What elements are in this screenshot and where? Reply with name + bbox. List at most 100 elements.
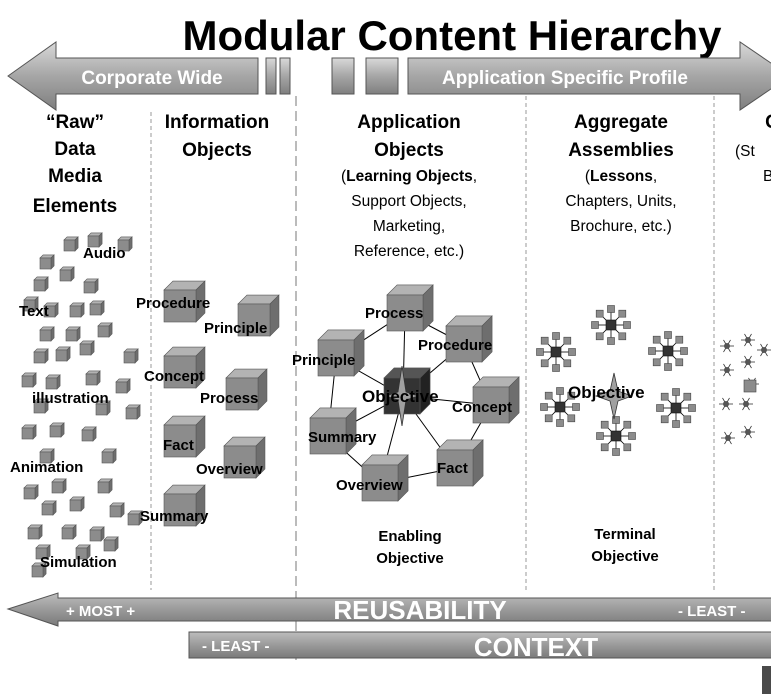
agg-node-4-5: [660, 392, 669, 401]
column-headers: “Raw” Data Media Elements Information Ob…: [33, 112, 771, 217]
agg-node-3-1: [567, 414, 576, 423]
col-app-sub0-comma: ,: [473, 168, 477, 185]
raw-cube-33-front: [69, 499, 82, 512]
col-agg-sub0-bold: Lessons: [590, 168, 653, 185]
agg-node-3-6: [556, 387, 564, 395]
raw-cube-23: [95, 400, 111, 416]
raw-cube-21-front: [115, 381, 128, 394]
agg-node-1-6: [607, 305, 615, 313]
label-illustration: illustration: [32, 390, 109, 407]
raw-cube-40: [35, 544, 51, 560]
agg-node-5-0: [628, 432, 636, 440]
agg-node-1-0: [623, 321, 631, 329]
curriculum-node-0: [720, 339, 734, 353]
scope-block-1: [265, 57, 277, 95]
agg-node-5-1: [623, 443, 632, 452]
app-cube-0-front: [386, 294, 424, 332]
scope-arrow: Corporate Wide Application Specific Prof…: [7, 41, 771, 111]
raw-cube-34: [41, 500, 57, 516]
agg-star-icon: [594, 372, 634, 420]
agg-node-4-4: [656, 404, 664, 412]
curriculum-hub-5: [723, 401, 729, 407]
app-cube-5-front: [436, 449, 474, 487]
raw-cube-27-front: [81, 429, 94, 442]
raw-cube-25: [21, 424, 37, 440]
column-dividers: [150, 96, 715, 660]
agg-node-0-0: [568, 348, 576, 356]
agg-node-2-0: [680, 347, 688, 355]
agg-node-0-6: [552, 332, 560, 340]
raw-cube-18: [21, 372, 37, 388]
raw-cube-24-front: [125, 407, 138, 420]
label-text: Text: [19, 303, 49, 320]
raw-cube-9-front: [69, 305, 82, 318]
agg-hub-4: [670, 402, 682, 414]
raw-cube-38-front: [89, 529, 102, 542]
col-last-sub1: B: [763, 168, 771, 185]
col-app-sub2: Marketing,: [373, 218, 445, 235]
scope-right-label: Application Specific Profile: [442, 68, 688, 89]
curriculum-node-2: [720, 363, 734, 377]
caption-enabling-2: Objective: [376, 550, 444, 567]
curriculum-node-8: [741, 425, 755, 439]
app-cube-2-front: [317, 339, 355, 377]
context-bar: - LEAST - CONTEXT: [188, 631, 771, 662]
application-object-network: [309, 284, 520, 502]
raw-cube-42-front: [103, 539, 116, 552]
reusability-label: REUSABILITY: [333, 595, 506, 625]
label-overview: Overview: [196, 461, 263, 478]
app-label-process: Process: [365, 305, 423, 322]
agg-node-1-5: [595, 309, 604, 318]
raw-cube-25-front: [21, 427, 34, 440]
reusability-least: - LEAST -: [678, 603, 746, 620]
raw-cube-1: [87, 232, 103, 248]
raw-cube-41-front: [75, 547, 88, 560]
raw-media-labels: Audio Text illustration Animation Simula…: [10, 245, 126, 571]
app-cube-6-front: [361, 464, 399, 502]
raw-cube-15: [55, 346, 71, 362]
raw-cube-13-front: [97, 325, 110, 338]
curriculum-hub-7: [725, 435, 731, 441]
agg-node-4-0: [688, 404, 696, 412]
raw-cube-29: [101, 448, 117, 464]
raw-cube-37: [61, 524, 77, 540]
col-agg-sub2: Brochure, etc.): [570, 218, 672, 235]
raw-cube-5-front: [33, 279, 46, 292]
raw-cube-36: [27, 524, 43, 540]
curriculum-hub-6: [743, 401, 749, 407]
context-least: - LEAST -: [202, 638, 270, 655]
agg-node-2-5: [652, 335, 661, 344]
raw-cube-21: [115, 378, 131, 394]
raw-cube-23-front: [95, 403, 108, 416]
curriculum-node-9: [757, 343, 771, 357]
curriculum-node-3: [741, 355, 755, 369]
raw-cube-41: [75, 544, 91, 560]
col-app-sub3: Reference, etc.): [354, 243, 464, 260]
raw-cube-6-front: [83, 281, 96, 294]
raw-cube-28-front: [39, 451, 52, 464]
col-raw-h1: Data: [54, 139, 96, 160]
raw-cube-15-front: [55, 349, 68, 362]
raw-cube-42: [103, 536, 119, 552]
agg-cluster-1: [591, 305, 631, 345]
agg-node-2-6: [664, 331, 672, 339]
agg-node-2-2: [664, 363, 672, 371]
info-cube-3: [225, 368, 268, 411]
raw-cube-39: [127, 510, 143, 526]
raw-cube-8-front: [43, 305, 56, 318]
objective-captions: Enabling Objective Terminal Objective: [376, 526, 659, 567]
info-cube-6: [163, 484, 206, 527]
col-raw-h0: “Raw”: [46, 112, 104, 133]
agg-hub-3: [554, 401, 566, 413]
raw-cube-39-front: [127, 513, 140, 526]
agg-node-5-2: [612, 448, 620, 456]
app-label-objective: Objective: [362, 387, 439, 406]
agg-cluster-0: [536, 332, 576, 372]
raw-cube-4-front: [117, 239, 130, 252]
app-cube-0: [386, 284, 434, 332]
raw-cube-14: [33, 348, 49, 364]
agg-hub-2: [662, 345, 674, 357]
agg-node-1-7: [618, 309, 627, 318]
col-raw-h3: Elements: [33, 196, 117, 217]
info-cube-1: [237, 294, 280, 337]
